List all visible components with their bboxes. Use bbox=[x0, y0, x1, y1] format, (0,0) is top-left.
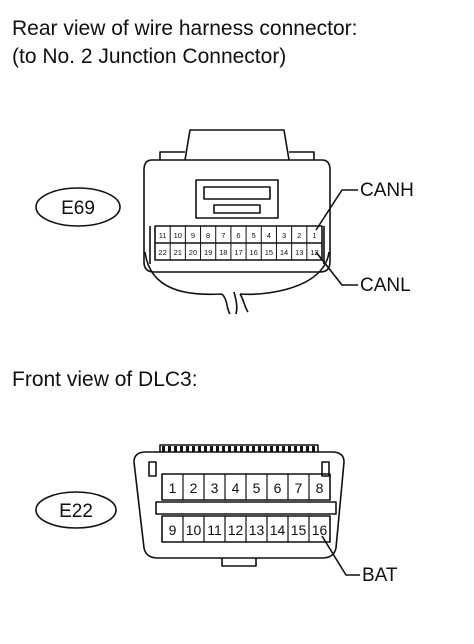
dlc3-key-left bbox=[148, 461, 157, 477]
e69-pin-label: 9 bbox=[191, 231, 195, 240]
dlc3-pin-label: 14 bbox=[270, 522, 286, 538]
e69-pin-label: 4 bbox=[267, 231, 271, 240]
e69-pin-label: 6 bbox=[236, 231, 240, 240]
dlc3-pin-label: 9 bbox=[169, 522, 177, 538]
dlc3-tooth bbox=[300, 446, 303, 452]
e69-pin-label: 17 bbox=[234, 248, 242, 257]
dlc3-pin-label: 8 bbox=[316, 480, 324, 496]
e69-latch-housing bbox=[184, 129, 290, 161]
dlc3-tooth bbox=[252, 446, 255, 452]
e69-wire-ends bbox=[221, 291, 249, 315]
dlc3-tooth bbox=[306, 446, 309, 452]
e69-pin-label: 3 bbox=[282, 231, 286, 240]
dlc3-center-rib bbox=[155, 501, 337, 515]
e69-pin-label: 16 bbox=[250, 248, 258, 257]
dlc3-tooth bbox=[192, 446, 195, 452]
dlc3-pin-label: 2 bbox=[190, 480, 198, 496]
e22-connector-id: E22 bbox=[59, 501, 93, 522]
dlc3-pin-label: 3 bbox=[211, 480, 219, 496]
e69-pin-label: 19 bbox=[204, 248, 212, 257]
dlc3-pin-label: 10 bbox=[186, 522, 202, 538]
dlc3-tooth bbox=[162, 446, 165, 452]
dlc3-tooth bbox=[258, 446, 261, 452]
dlc3-tooth bbox=[216, 446, 219, 452]
dlc3-tooth bbox=[204, 446, 207, 452]
harness-view-title: Rear view of wire harness connector: bbox=[12, 17, 358, 40]
canh-leader bbox=[315, 189, 358, 231]
dlc-view-title: Front view of DLC3: bbox=[12, 368, 198, 391]
dlc3-tooth bbox=[180, 446, 183, 452]
dlc3-pin-label: 11 bbox=[207, 522, 222, 538]
e69-pin-label: 18 bbox=[219, 248, 227, 257]
bat-label: BAT bbox=[362, 565, 398, 586]
e69-pin-label: 21 bbox=[174, 248, 182, 257]
dlc3-tooth bbox=[288, 446, 291, 452]
e69-connector-id: E69 bbox=[61, 198, 95, 219]
dlc3-pin-label: 12 bbox=[228, 522, 244, 538]
e69-pin-label: 10 bbox=[174, 231, 182, 240]
dlc3-tooth bbox=[294, 446, 297, 452]
canl-leader bbox=[315, 251, 358, 286]
dlc3-pin-label: 7 bbox=[295, 480, 303, 496]
e69-pin-label: 13 bbox=[295, 248, 303, 257]
dlc3-pin-label: 1 bbox=[169, 480, 177, 496]
dlc3-tooth bbox=[246, 446, 249, 452]
e69-pin-label: 15 bbox=[265, 248, 273, 257]
e69-wire-right bbox=[239, 251, 330, 296]
harness-view-subtitle: (to No. 2 Junction Connector) bbox=[12, 45, 287, 68]
e22-label-ellipse bbox=[35, 491, 117, 529]
e69-wire-left bbox=[144, 251, 223, 296]
e69-pin-label: 1 bbox=[312, 231, 316, 240]
dlc3-pin-label: 15 bbox=[291, 522, 307, 538]
dlc3-bottom-tab bbox=[221, 558, 257, 567]
dlc3-tooth bbox=[168, 446, 171, 452]
dlc3-pin-label: 5 bbox=[253, 480, 261, 496]
e69-pin-label: 20 bbox=[189, 248, 197, 257]
e69-pin-label: 8 bbox=[206, 231, 210, 240]
e69-pin-label: 2 bbox=[297, 231, 301, 240]
dlc3-tooth bbox=[234, 446, 237, 452]
dlc3-pin-label: 6 bbox=[274, 480, 282, 496]
dlc3-pin-label: 4 bbox=[232, 480, 240, 496]
dlc3-pin-label: 16 bbox=[312, 522, 328, 538]
dlc3-tooth bbox=[264, 446, 267, 452]
dlc3-tooth bbox=[240, 446, 243, 452]
dlc3-key-right bbox=[321, 461, 330, 477]
canl-label: CANL bbox=[360, 275, 411, 296]
e69-pin-label: 12 bbox=[310, 248, 318, 257]
dlc3-tooth bbox=[222, 446, 225, 452]
e69-lock bbox=[195, 179, 279, 219]
dlc3-tooth bbox=[270, 446, 273, 452]
dlc3-tooth bbox=[312, 446, 315, 452]
e69-pin-label: 22 bbox=[158, 248, 166, 257]
dlc3-tooth bbox=[282, 446, 285, 452]
dlc3-tooth bbox=[228, 446, 231, 452]
e69-label-ellipse bbox=[35, 187, 121, 227]
dlc3-tooth bbox=[186, 446, 189, 452]
dlc3-tooth bbox=[210, 446, 213, 452]
dlc3-body bbox=[133, 451, 345, 559]
dlc3-pin-label: 13 bbox=[249, 522, 265, 538]
e69-pin-label: 14 bbox=[280, 248, 288, 257]
e69-pin-label: 5 bbox=[252, 231, 256, 240]
dlc3-tooth bbox=[198, 446, 201, 452]
bat-leader bbox=[321, 535, 360, 576]
dlc3-tooth bbox=[174, 446, 177, 452]
dlc3-tooth bbox=[276, 446, 279, 452]
e69-pin-label: 7 bbox=[221, 231, 225, 240]
canh-label: CANH bbox=[360, 180, 414, 201]
e69-pin-label: 11 bbox=[159, 231, 167, 240]
